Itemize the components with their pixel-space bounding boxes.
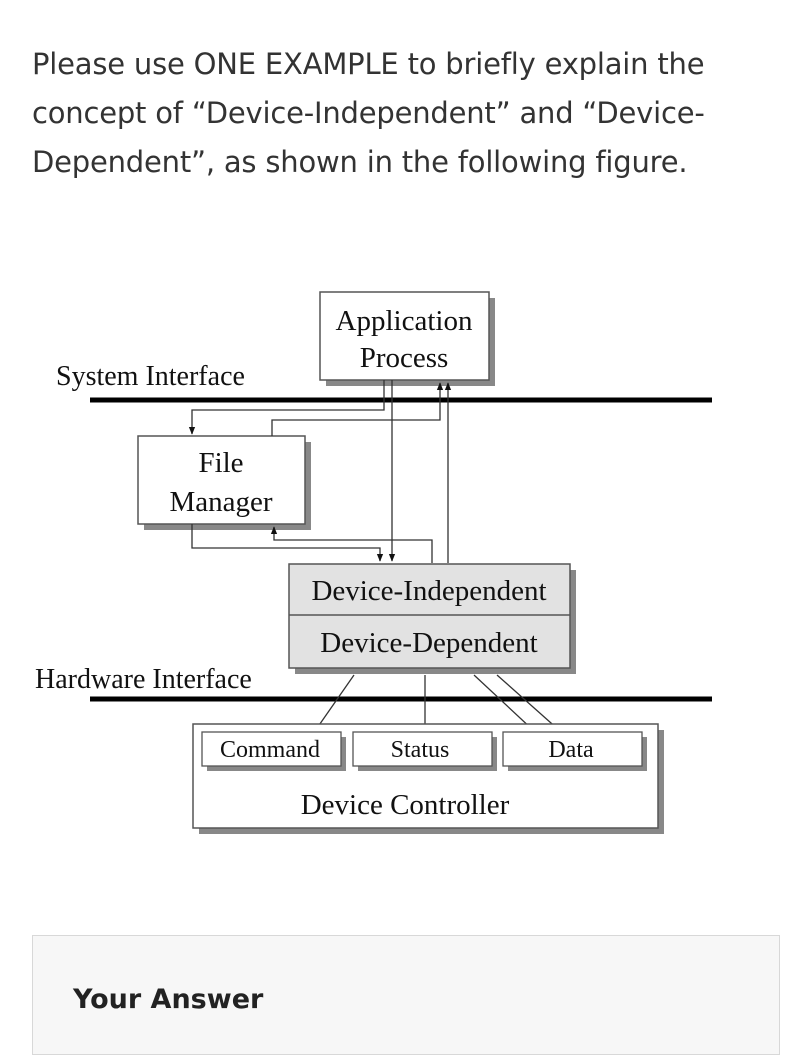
device-driver-box: Device-Independent Device-Dependent bbox=[288, 563, 576, 674]
status-register: Status bbox=[352, 731, 497, 771]
device-dependent-label: Device-Dependent bbox=[320, 627, 537, 659]
device-independent-label: Device-Independent bbox=[311, 575, 546, 607]
device-controller-label: Device Controller bbox=[301, 789, 510, 821]
connector-lines bbox=[188, 380, 452, 563]
io-architecture-diagram: Application Process System Interface Fil… bbox=[35, 291, 712, 834]
system-interface-label: System Interface bbox=[56, 361, 245, 392]
data-label: Data bbox=[548, 737, 594, 763]
command-label: Command bbox=[220, 737, 320, 763]
answer-card[interactable]: Your Answer bbox=[32, 935, 780, 1055]
question-text: Please use ONE EXAMPLE to briefly explai… bbox=[32, 47, 705, 179]
application-process-box: Application Process bbox=[319, 291, 495, 386]
command-register: Command bbox=[201, 731, 346, 771]
file-label: File bbox=[198, 447, 243, 479]
controller-connectors bbox=[314, 674, 561, 733]
process-label: Process bbox=[360, 342, 449, 374]
status-label: Status bbox=[391, 737, 450, 763]
device-controller-box: Command Status Data Device Controller bbox=[192, 723, 664, 834]
data-register: Data bbox=[502, 731, 647, 771]
hardware-interface-label: Hardware Interface bbox=[35, 664, 252, 695]
answer-title: Your Answer bbox=[73, 984, 264, 1015]
manager-label: Manager bbox=[169, 486, 272, 518]
application-label: Application bbox=[336, 305, 473, 337]
file-manager-box: File Manager bbox=[137, 435, 311, 530]
